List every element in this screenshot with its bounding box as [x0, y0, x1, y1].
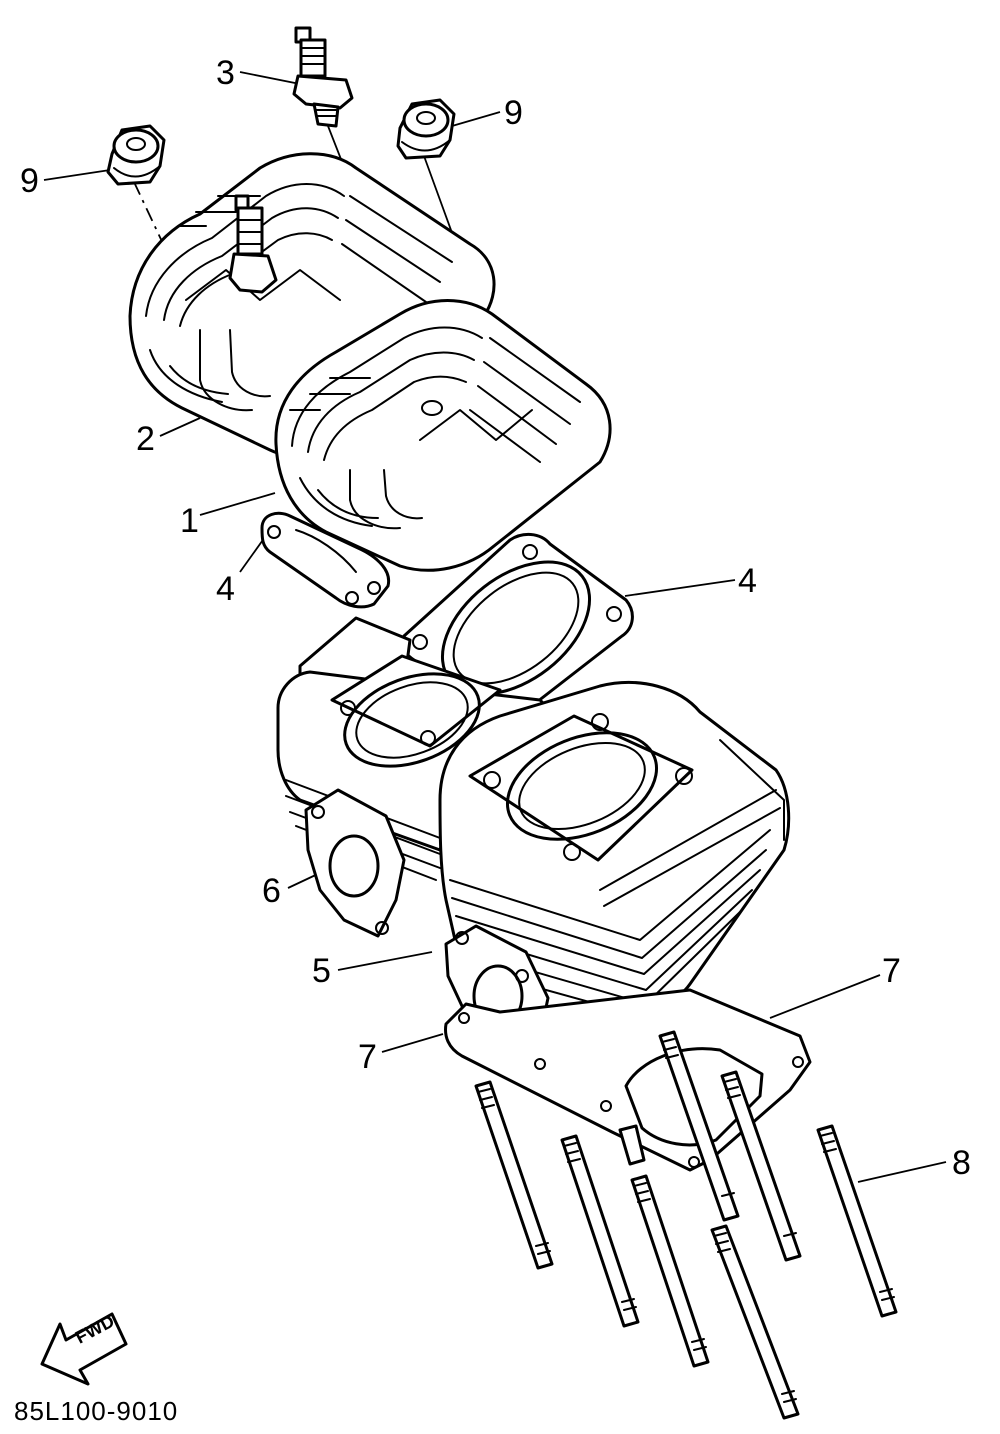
callout-3: 3 [216, 54, 235, 92]
stud-bolt [474, 1080, 554, 1270]
callout-7-right: 7 [882, 952, 901, 990]
callout-7-left: 7 [358, 1038, 377, 1076]
part-code: 85L100-9010 [14, 1396, 179, 1426]
fwd-arrow-icon [40, 1312, 128, 1386]
stud-bolt [658, 1030, 740, 1222]
callout-6: 6 [262, 872, 281, 910]
callout-1: 1 [180, 502, 199, 540]
base-gasket-7 [444, 988, 812, 1172]
stud-bolt [560, 1134, 640, 1328]
stud-bolt [710, 1224, 800, 1420]
stud-bolt [720, 1070, 802, 1262]
callout-9-left: 9 [20, 162, 39, 200]
callout-9-right: 9 [504, 94, 523, 132]
stud-bolt [618, 1124, 646, 1166]
spark-plug-3 [292, 26, 354, 128]
callout-5: 5 [312, 952, 331, 990]
callout-4-left: 4 [216, 570, 235, 608]
head-gasket-4-left [260, 511, 391, 609]
callout-2: 2 [136, 420, 155, 458]
callout-4-right: 4 [738, 562, 757, 600]
flange-nut-9-left [106, 124, 166, 186]
cylinder-block [276, 616, 791, 1054]
stud-bolt [816, 1124, 898, 1318]
stud-bolts-8 [474, 1030, 898, 1420]
callout-8: 8 [952, 1144, 971, 1182]
spark-plug-installed [228, 194, 278, 294]
stud-bolt [630, 1174, 710, 1368]
flange-nut-9-right [396, 98, 456, 160]
